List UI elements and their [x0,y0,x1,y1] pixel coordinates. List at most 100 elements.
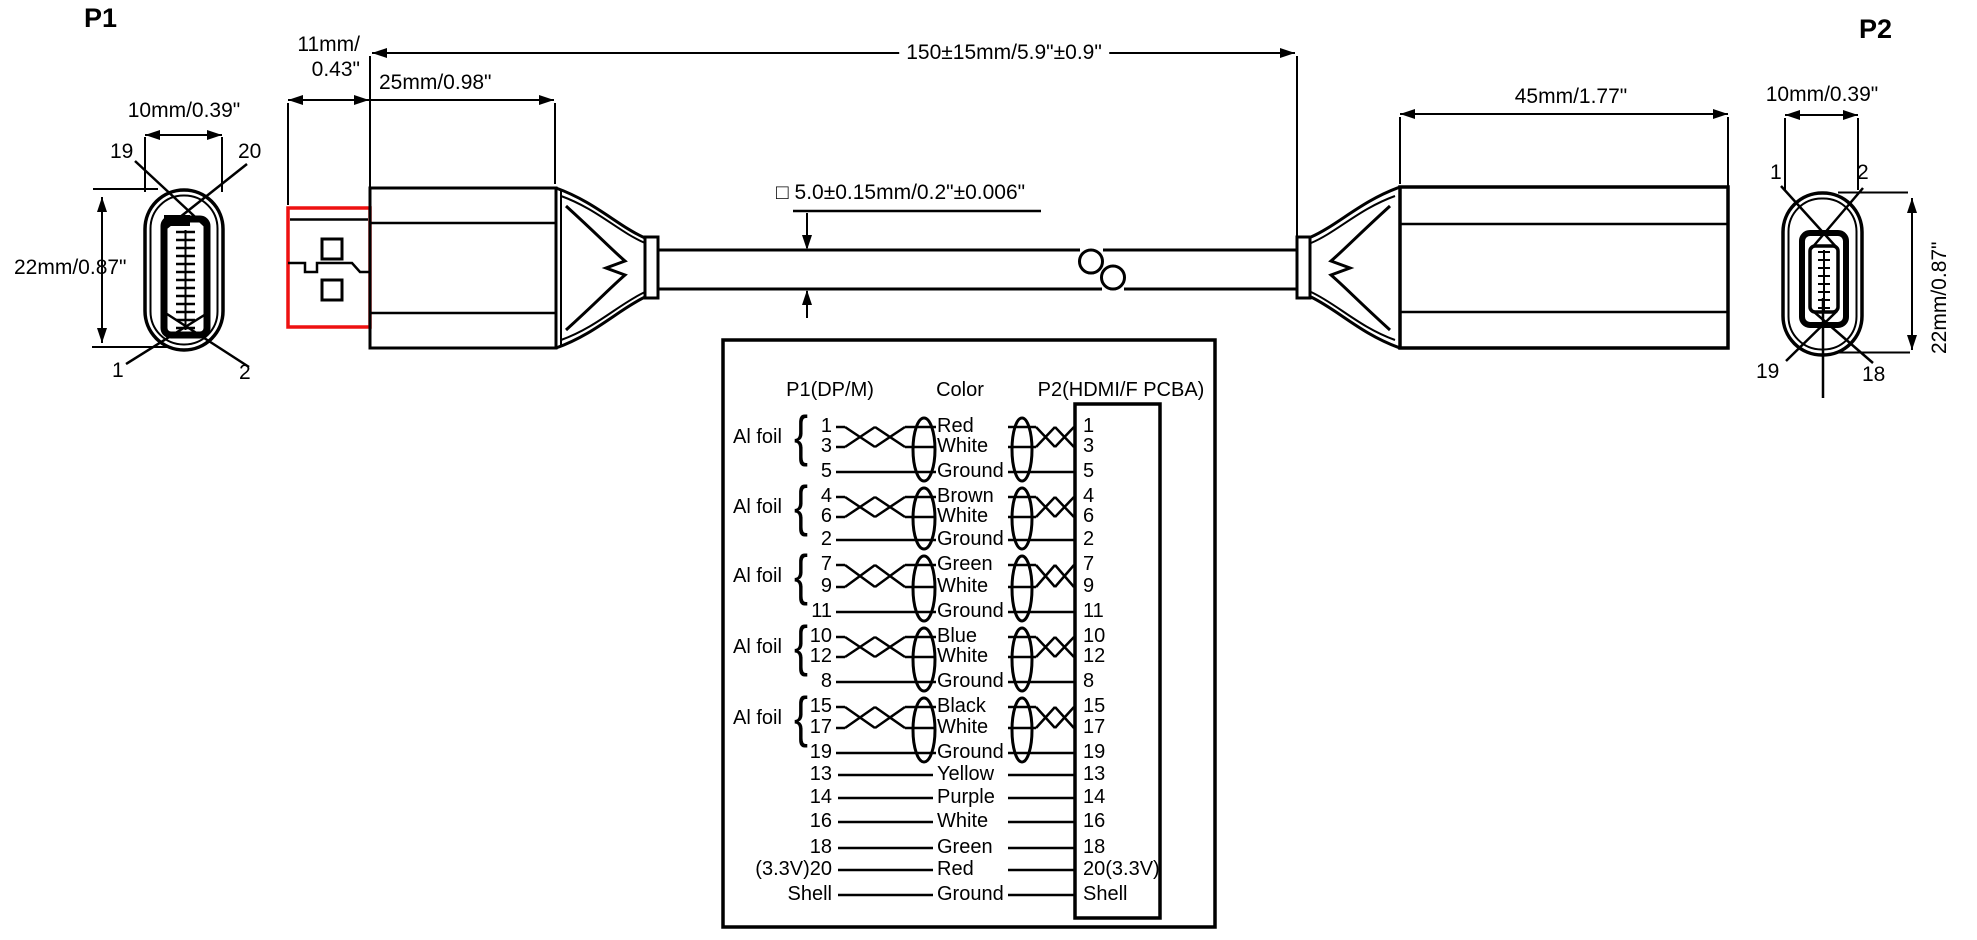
p1-height-dim [92,188,167,348]
wire-p2-pin: 12 [1083,645,1106,667]
wire-p1-pin: (3.3V)20 [755,858,832,880]
al-foil-label: Al foil [733,496,782,518]
strain-relief-chevron [1328,204,1392,332]
wire-p1-pin: Shell [787,883,832,905]
wire-p1-pin: 13 [809,763,832,785]
p1-height-dim-label: 22mm/0.87" [14,256,127,279]
cable-od-dim-label: □ 5.0±0.15mm/0.2"±0.006" [776,181,1026,204]
p2-pin19-label: 19 [1756,360,1780,383]
wire-p1-pin: 12 [809,645,832,667]
wire-color: Yellow [937,763,995,785]
wire-color: Ground [937,670,1004,692]
wire-p1-pin: 7 [820,553,832,575]
p2-pin2-label: 2 [1857,161,1869,184]
p2-title: P2 [1859,14,1893,44]
pair-brace: { [794,543,809,606]
wire-color: White [937,810,989,832]
wire-p1-pin: 9 [820,575,832,597]
plug-tip-highlight [286,206,372,329]
wire-p1-pin: 4 [820,485,832,507]
wire-p1-pin: 1 [820,415,832,437]
p2-pcba-box [1073,402,1162,920]
wire-color: Red [937,858,974,880]
wire-p1-pin: 11 [811,600,832,622]
wire-p2-pin: 7 [1083,553,1095,575]
wire-color: White [937,575,989,597]
wire-p1-pin: 14 [809,786,832,808]
wire-p1-pin: 6 [820,505,832,527]
wire-p2-pin: 18 [1083,836,1106,858]
wire-color: Green [937,553,993,575]
pair-brace: { [794,404,809,467]
wire-p1-pin: 8 [820,670,832,692]
p2-pin-leaders [1780,185,1874,398]
wire-color: White [937,505,989,527]
plug-tip-dim-line2: 0.43" [311,58,360,81]
wire-p2-pin: 6 [1083,505,1095,527]
p1-pin20-label: 20 [238,140,262,163]
wire-p1-pin: 15 [809,695,832,717]
dp-plug-side-view [286,186,660,350]
dimension-arrowheads [97,48,1917,350]
p1-title: P1 [84,3,118,33]
wiring-table-frame [721,338,1217,929]
table-header-p1: P1(DP/M) [786,379,874,401]
pair-brace: { [794,474,809,537]
wire-p2-pin: 4 [1083,485,1095,507]
p1-pin2-label: 2 [239,361,251,384]
wire-p2-pin: 8 [1083,670,1095,692]
wire-p2-pin: 2 [1083,528,1095,550]
p1-width-dim-label: 10mm/0.39" [127,99,241,122]
p1-width-dim [144,134,223,192]
wire-color: Ground [937,741,1004,763]
wire-p1-pin: 3 [820,435,832,457]
cable-break-symbol [1078,248,1104,275]
wire-color: Purple [937,786,995,808]
wire-p1-pin: 16 [809,810,832,832]
wire-p2-pin: 17 [1083,716,1106,738]
wire-color: White [937,645,989,667]
wire-p2-pin: 16 [1083,810,1106,832]
p2-front-view [1780,185,1874,398]
wire-p2-pin: 9 [1083,575,1095,597]
al-foil-label: Al foil [733,426,782,448]
wire-color: Ground [937,883,1004,905]
wire-p2-pin: 5 [1083,460,1095,482]
wire-color: Ground [937,460,1004,482]
wire-p2-pin: 14 [1083,786,1106,808]
overall-length-dim-label: 150±15mm/5.9"±0.9" [899,41,1109,65]
wire-p1-pin: 18 [809,836,832,858]
dimension-lines [287,52,1913,354]
p2-width-dim-label: 10mm/0.39" [1765,83,1879,106]
wire-p2-pin: 1 [1083,415,1095,437]
wire-p1-pin: 2 [820,528,832,550]
wire-p2-pin: 20(3.3V) [1083,858,1160,880]
wire-p2-pin: 11 [1083,600,1104,622]
wire-p1-pin: 19 [809,741,832,763]
plug-tip-dim-line1: 11mm/ [297,33,360,56]
wire-p1-pin: 17 [809,716,832,738]
wire-color: Red [937,415,974,437]
wire-p2-pin: 15 [1083,695,1106,717]
wire-p1-pin: 5 [820,460,832,482]
wiring-lines [836,416,1075,897]
wire-color: Black [937,695,986,717]
wire-p1-pin: 10 [809,625,832,647]
wire-p2-pin: 3 [1083,435,1095,457]
wire-color: Blue [937,625,978,647]
plug-body-dim-label: 25mm/0.98" [379,71,492,94]
table-header-color: Color [936,379,984,401]
al-foil-label: Al foil [733,636,782,658]
wire-p2-pin: 10 [1083,625,1106,647]
wire-color: Brown [937,485,994,507]
wire-p2-pin: 13 [1083,763,1106,785]
al-foil-label: Al foil [733,706,782,729]
p1-pin19-label: 19 [110,140,134,163]
wire-color: Ground [937,528,1004,550]
al-foil-label: Al foil [733,565,782,587]
cable [658,248,1297,291]
p1-pin-leaders [125,160,250,369]
dp-pin-ladder [176,230,195,330]
pair-brace: { [794,614,809,677]
